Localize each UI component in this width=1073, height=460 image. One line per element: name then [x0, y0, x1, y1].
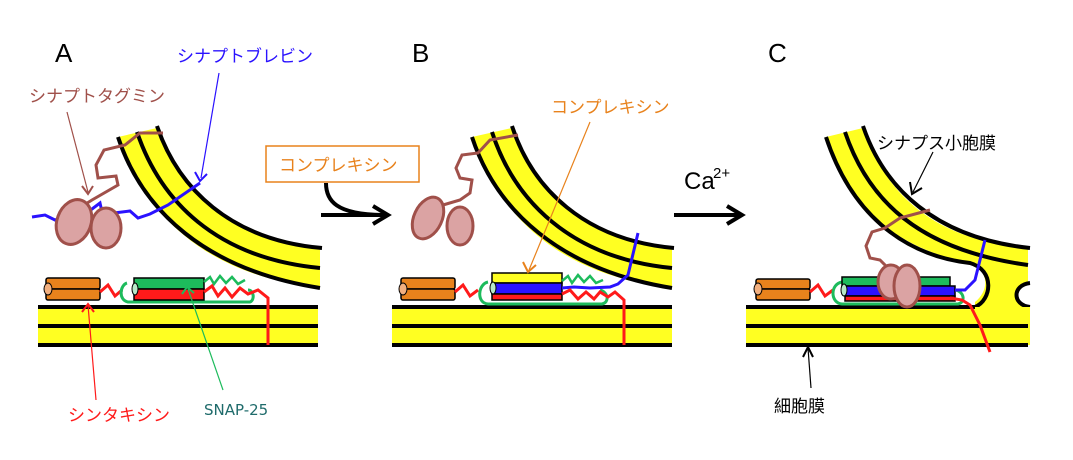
complexin-addition-step: コンプレキシン [265, 145, 420, 226]
synaptotagmin-c [864, 208, 931, 277]
arrow-a-to-b [321, 182, 386, 217]
panel-b-letter: B [412, 38, 429, 68]
complexin-box [265, 145, 420, 183]
synaptotagmin-pointer [66, 111, 89, 193]
vesicle-membrane-a [116, 125, 323, 290]
panel-c-letter: C [768, 38, 787, 68]
synaptotagmin-c2b-c [892, 263, 922, 309]
complexin-label-b: コンプレキシン [551, 98, 670, 118]
synaptotagmin-c2b-b [445, 205, 475, 247]
panel-a-letter: A [55, 38, 73, 68]
panel-b: B [392, 38, 675, 347]
plasma-membrane-b [392, 305, 672, 347]
complexin-box-label: コンプレキシン [279, 156, 398, 176]
syntaxin-label: シンタキシン [68, 406, 170, 426]
syntaxin-habc-a [43, 277, 101, 301]
syntaxin-pointer [87, 304, 97, 401]
synaptotagmin-c2b-a [89, 206, 123, 250]
synaptotagmin-c2a-b [410, 195, 446, 241]
plasma-membrane-label: 細胞膜 [774, 397, 825, 417]
syntaxin-linker-a [99, 282, 123, 299]
synaptobrevin-pointer [200, 72, 220, 179]
syntaxin-habc-b [398, 277, 456, 301]
snap25-label: SNAP-25 [204, 401, 268, 419]
panel-c: C [746, 38, 1031, 417]
snap25-pointer [187, 288, 224, 391]
vesicle-membrane-pointer [912, 151, 934, 193]
synaptobrevin-label: シナプトブレビン [177, 46, 313, 67]
syntaxin-habc-c [753, 278, 811, 301]
plasma-membrane-pointer [807, 347, 812, 389]
snare-complexin-bundle-b [478, 232, 640, 345]
vesicle-membrane-b [470, 125, 675, 290]
synaptotagmin-label: シナプトタグミン [29, 87, 165, 107]
complexin-pointer [528, 121, 591, 271]
synaptotagmin-b [442, 133, 519, 207]
calcium-charge: 2+ [713, 165, 730, 182]
panel-a: A [29, 38, 323, 426]
snare-bundle-a [119, 274, 270, 345]
plasma-membrane-a [38, 305, 318, 347]
synaptotagmin-a [83, 131, 163, 207]
calcium-step: Ca 2+ [674, 165, 746, 226]
vesicle-membrane-label: シナプス小胞膜 [877, 134, 996, 154]
calcium-label: Ca [684, 168, 715, 195]
plasma-membrane-c [746, 305, 1030, 347]
